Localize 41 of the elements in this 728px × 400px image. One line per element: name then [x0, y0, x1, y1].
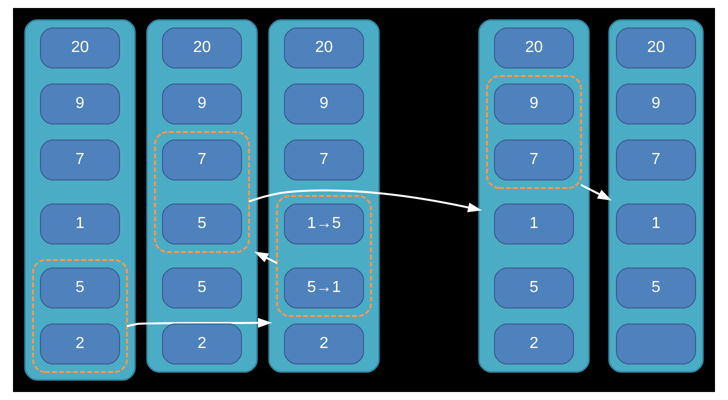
cluster: [276, 195, 372, 317]
node-box: 9: [494, 84, 574, 124]
node-box: 1: [40, 204, 120, 244]
node-box: 2: [162, 324, 242, 364]
cluster: [478, 19, 590, 373]
node-box: 5: [40, 268, 120, 308]
node-box: 9: [616, 84, 696, 124]
node-box: 20: [40, 28, 120, 68]
node-box: 7: [616, 140, 696, 180]
node-box: 20: [494, 28, 574, 68]
node-box: 2: [494, 324, 574, 364]
node-box: 5: [162, 204, 242, 244]
arrow: [580, 184, 612, 200]
cluster: [486, 75, 582, 189]
node-box: 20: [284, 28, 364, 68]
cluster: [24, 19, 136, 381]
node-box: 7: [162, 140, 242, 180]
node-box: 2: [284, 324, 364, 364]
node-box: 7: [494, 140, 574, 180]
cluster: [268, 19, 380, 373]
node-box: 7: [40, 140, 120, 180]
node-box: 9: [284, 84, 364, 124]
node-box: 20: [616, 28, 696, 68]
cluster: [32, 259, 128, 373]
node-box: 20: [162, 28, 242, 68]
cluster: [154, 131, 250, 253]
cluster: [608, 19, 704, 373]
node-box: 5: [162, 268, 242, 308]
node-box: [616, 324, 696, 364]
node-box: 9: [40, 84, 120, 124]
node-box: 7: [284, 140, 364, 180]
node-box: 2: [40, 324, 120, 364]
cluster: [146, 19, 258, 373]
node-box: 5: [494, 268, 574, 308]
node-box: 1: [616, 204, 696, 244]
node-box: 5: [616, 268, 696, 308]
node-box: 9: [162, 84, 242, 124]
node-box: 1: [494, 204, 574, 244]
node-box: 5→1: [284, 268, 364, 308]
node-box: 1→5: [284, 204, 364, 244]
arrow: [254, 252, 278, 264]
